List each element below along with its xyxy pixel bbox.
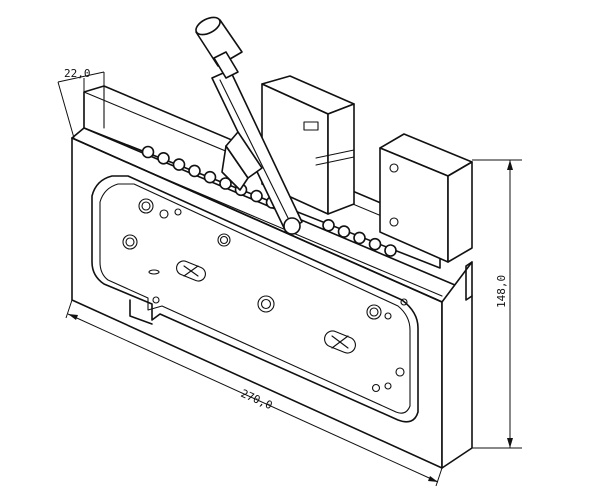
dimension-height: 148,0 bbox=[472, 159, 522, 449]
front-holes bbox=[122, 198, 408, 393]
slot-right bbox=[324, 330, 356, 354]
front-pocket bbox=[91, 175, 419, 423]
fixed-jaw-block bbox=[379, 133, 473, 263]
rail-hole bbox=[322, 219, 335, 232]
height-dimension-label: 148,0 bbox=[495, 275, 508, 308]
rail-hole bbox=[353, 231, 366, 245]
depth-dimension-label: 22,0 bbox=[64, 67, 91, 80]
rail-hole bbox=[337, 225, 351, 238]
dimension-depth: 22,0 bbox=[57, 67, 105, 139]
rail-hole bbox=[368, 237, 382, 251]
slot-left bbox=[176, 260, 206, 282]
rail-hole bbox=[141, 145, 155, 159]
rail-hole bbox=[219, 177, 232, 190]
rail-hole bbox=[384, 244, 397, 257]
clamp-lever bbox=[193, 14, 303, 235]
rail-hole bbox=[250, 189, 263, 203]
rail-hole bbox=[172, 158, 186, 171]
rail-hole bbox=[157, 152, 170, 165]
width-dimension-label: 270,0 bbox=[239, 387, 275, 412]
rail-hole bbox=[203, 170, 217, 184]
knob-icon[interactable] bbox=[193, 14, 243, 79]
rail-hole bbox=[188, 164, 201, 178]
